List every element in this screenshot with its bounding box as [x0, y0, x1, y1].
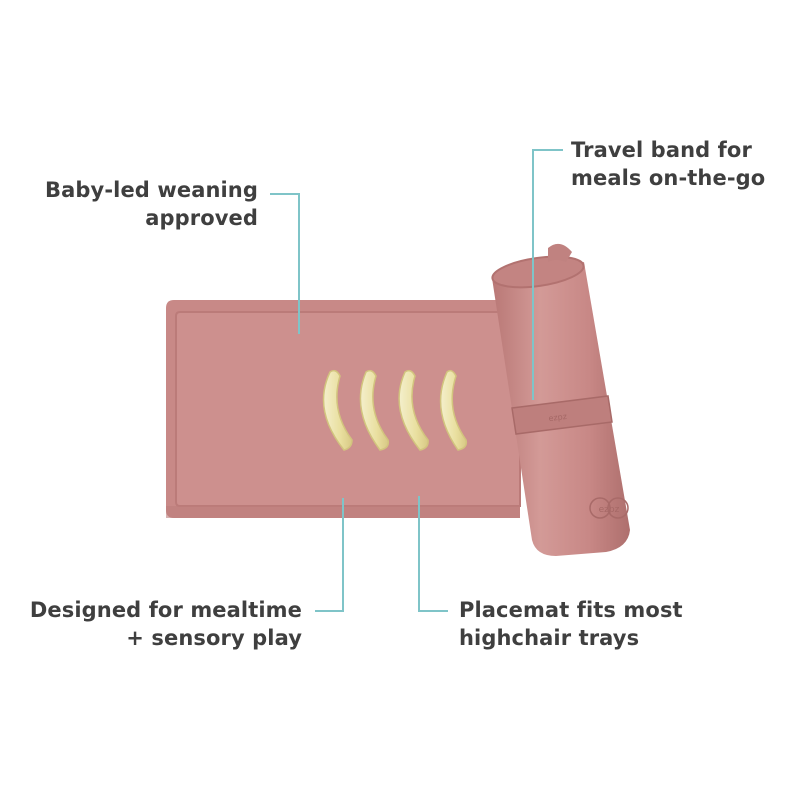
leader-designed [315, 498, 344, 612]
banana-slice [322, 369, 353, 451]
rolled-mat: ezpz ezpz [491, 243, 630, 556]
banana-slices [322, 369, 468, 451]
banana-slice [398, 369, 429, 451]
band-logo: ezpz [548, 412, 567, 423]
leader-travel-band [532, 149, 563, 400]
callout-line: approved [145, 206, 258, 230]
roll-tab [548, 243, 572, 262]
callout-line: Baby-led weaning [45, 178, 258, 202]
placemat-rim [175, 311, 521, 507]
callout-line: Travel band for [571, 138, 752, 162]
callout-designed-for-mealtime: Designed for mealtime + sensory play [18, 596, 302, 652]
callout-baby-led-weaning: Baby-led weaning approved [30, 176, 258, 232]
callout-line: Placemat fits most [459, 598, 683, 622]
callout-line: + sensory play [126, 626, 302, 650]
banana-slice [359, 369, 390, 451]
callout-line: Designed for mealtime [29, 598, 302, 622]
callout-placemat-fits: Placemat fits most highchair trays [459, 596, 683, 652]
leader-placemat [418, 496, 448, 612]
roll-logo-ring-right [607, 497, 629, 519]
callout-travel-band: Travel band for meals on-the-go [571, 136, 765, 192]
roll-top [491, 255, 585, 289]
callout-line: highchair trays [459, 626, 640, 650]
banana-slice [439, 369, 468, 451]
roll-logo-ring-left [589, 497, 611, 519]
placemat [166, 300, 521, 518]
leader-lines [270, 149, 563, 612]
leader-baby-led [270, 193, 300, 334]
roll-logo: ezpz [599, 505, 620, 515]
travel-band [511, 395, 613, 435]
callout-line: meals on-the-go [571, 166, 766, 190]
